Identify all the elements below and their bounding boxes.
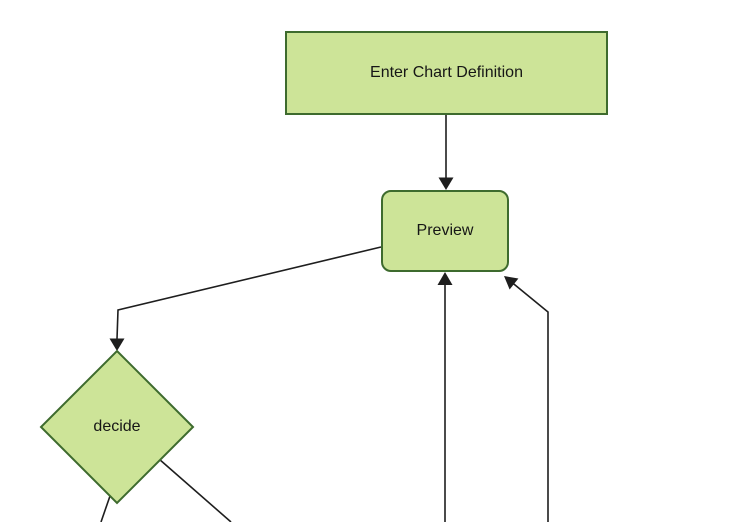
arrowhead-enter-to-preview [438,177,454,190]
node-decide-shape [39,349,195,505]
arrowhead-preview-to-decide [109,338,125,351]
edge-decide-to-offscreen-left [100,495,111,522]
node-enter-chart-definition: Enter Chart Definition [285,31,608,115]
node-preview: Preview [381,190,509,272]
edge-decide-to-offscreen-right [158,458,232,522]
arrowhead-offscreen-to-preview-corner [504,276,519,290]
edge-offscreen-to-preview-corner [511,281,549,522]
node-preview-label: Preview [416,222,474,239]
arrowhead-offscreen-to-preview-vertical [437,272,453,285]
node-enter-chart-definition-label: Enter Chart Definition [370,64,523,81]
edge-preview-to-decide [116,246,382,340]
